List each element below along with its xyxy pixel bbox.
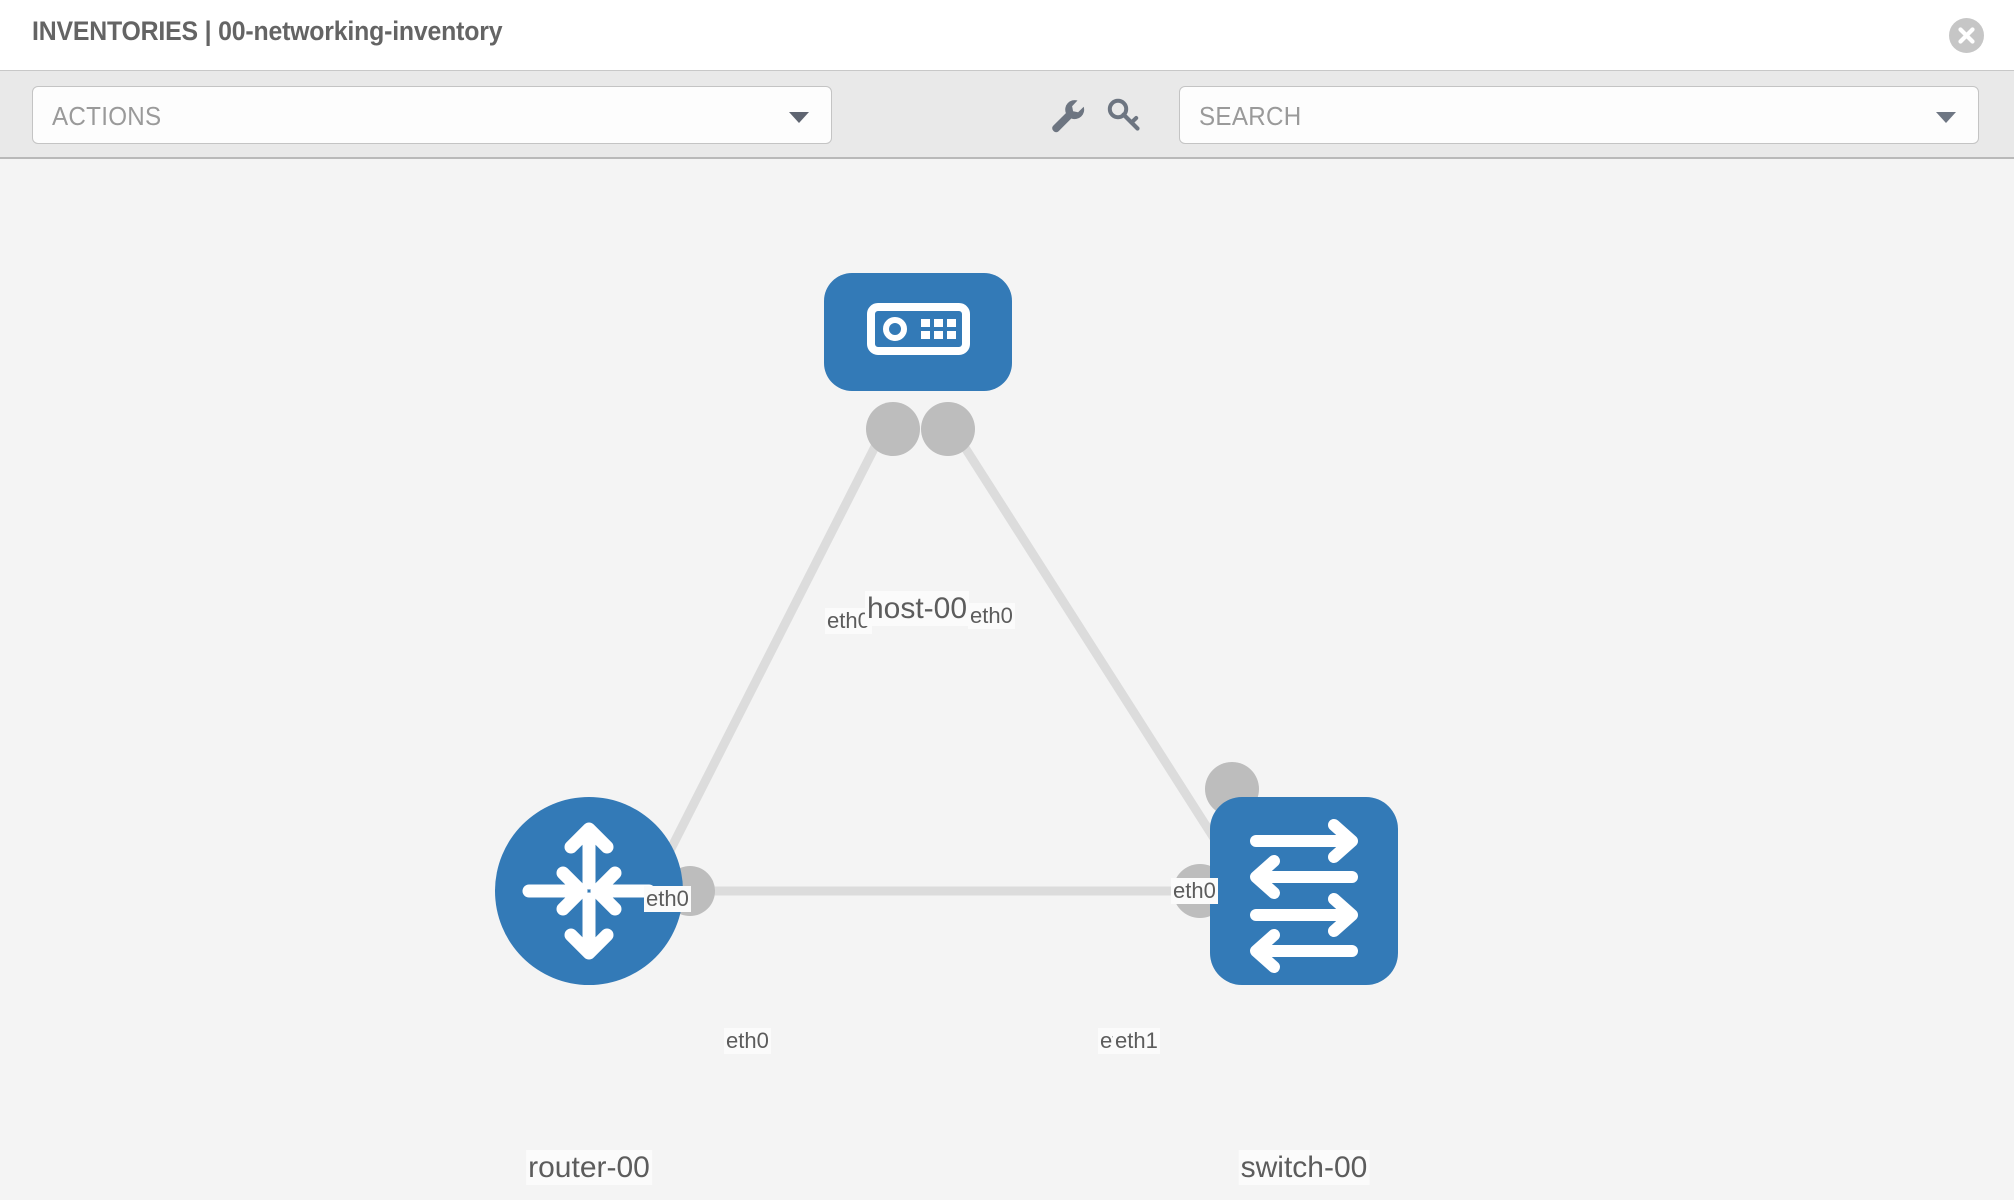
edge-label-router-eth0-uplink: eth0 — [644, 886, 691, 912]
topology-graph — [495, 273, 1398, 985]
edge-label-host-eth0-right: eth0 — [968, 603, 1015, 629]
chevron-down-icon — [1936, 112, 1956, 123]
edge-label-switch-eth1: eth1 — [1113, 1028, 1160, 1054]
server-appliance-icon — [867, 303, 970, 355]
edge-label-switch-eth0-uplink: eth0 — [1171, 878, 1218, 904]
topology-canvas[interactable]: eth0 eth0 eth0 eth0 eth0 etI eth1 host-0… — [0, 159, 2014, 1200]
toolbar: ACTIONS SEARCH — [0, 70, 2014, 159]
router-arrows-icon — [522, 822, 656, 960]
connector-host-eth0-right[interactable] — [921, 402, 975, 456]
node-label-switch-00: switch-00 — [1238, 1150, 1370, 1186]
search-placeholder: SEARCH — [1199, 101, 1302, 131]
edge-label-router-eth0: eth0 — [724, 1028, 771, 1054]
wrench-icon[interactable] — [1047, 95, 1089, 137]
search-input[interactable]: SEARCH — [1179, 86, 1979, 144]
page-header: INVENTORIES | 00-networking-inventory — [0, 0, 2014, 70]
node-router-00[interactable] — [495, 797, 683, 985]
chevron-down-icon — [789, 112, 809, 123]
connector-host-eth0-left[interactable] — [866, 402, 920, 456]
switch-arrows-icon — [1250, 819, 1358, 973]
edge-host-router[interactable] — [643, 418, 893, 897]
node-switch-00[interactable] — [1210, 797, 1398, 985]
page-title: INVENTORIES | 00-networking-inventory — [32, 16, 503, 46]
edge-host-switch[interactable] — [944, 418, 1244, 882]
node-host-00[interactable] — [824, 273, 1012, 391]
edge-label-host-eth0-left: eth0 — [825, 608, 872, 634]
key-icon[interactable] — [1103, 95, 1145, 137]
actions-dropdown[interactable]: ACTIONS — [32, 86, 832, 144]
node-label-host-00: host-00 — [864, 591, 970, 627]
actions-dropdown-label: ACTIONS — [52, 101, 162, 131]
close-icon[interactable] — [1949, 18, 1984, 53]
node-label-router-00: router-00 — [526, 1150, 652, 1186]
